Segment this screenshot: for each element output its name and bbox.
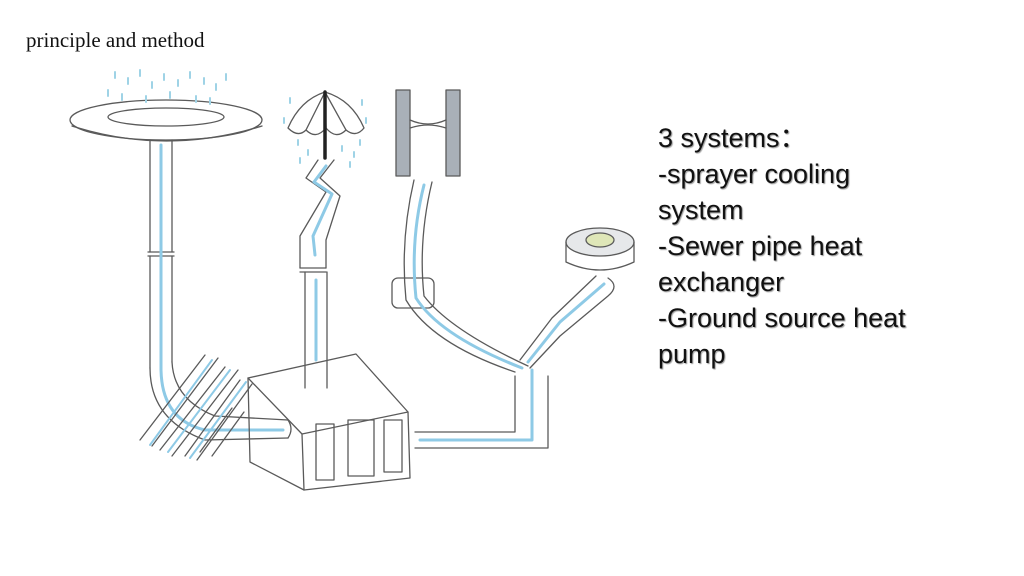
systems-list: 3 systems： -sprayer cooling system -Sewe… — [658, 120, 906, 372]
umbrella-sprayer — [287, 90, 365, 160]
panel-structure — [395, 89, 461, 177]
system-line-sewer-cont: exchanger — [658, 267, 785, 297]
umbrella-pipe — [299, 159, 341, 389]
umbrella-spray-drops — [283, 97, 367, 168]
system-line-sprayer: -sprayer cooling — [658, 159, 851, 189]
systems-heading: 3 systems： — [658, 123, 807, 153]
ring-spray-drops — [107, 69, 227, 105]
slide-title: principle and method — [26, 28, 205, 52]
system-line-sprayer-cont: system — [658, 195, 744, 225]
heat-exchange-box — [247, 353, 411, 491]
ground-loop-tubes — [139, 354, 253, 461]
ring-sprayer — [69, 99, 263, 142]
junction-pipe — [414, 375, 549, 449]
system-line-ground-cont: pump — [658, 339, 726, 369]
system-line-sewer: -Sewer pipe heat — [658, 231, 863, 261]
system-line-ground: -Ground source heat — [658, 303, 906, 333]
ground-source-hub — [565, 227, 635, 271]
panel-pipe — [391, 179, 529, 373]
hub-pipe — [519, 275, 615, 369]
